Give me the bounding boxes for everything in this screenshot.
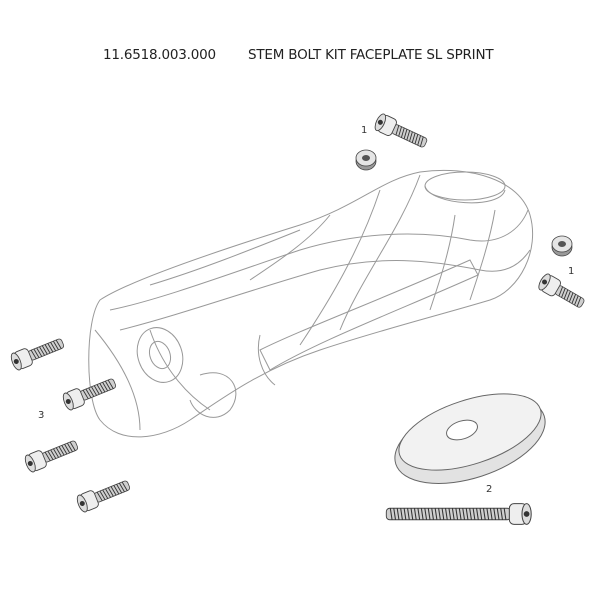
faceplate-bolt [10,338,65,371]
cap-bolt [385,503,532,525]
right-bolt [538,273,585,308]
faceplate-bolt [62,378,117,411]
bolts [10,113,585,525]
top-bolt [374,113,428,148]
callout-cap-bolt: 2 [486,484,493,495]
callout-faceplate-bolts: 3 [38,410,45,421]
part-name: STEM BOLT KIT FACEPLATE SL SPRINT [248,47,494,63]
part-number: 11.6518.003.000 [103,47,216,63]
faceplate-cap [394,393,546,484]
faceplate-bolt [24,440,79,473]
stem-body [88,169,534,438]
faceplate-bolt [76,480,131,513]
top-nut [355,149,377,171]
callout-top-bolt: 1 [361,125,368,136]
right-nut [551,235,573,257]
callout-right-bolt: 1 [568,266,575,277]
